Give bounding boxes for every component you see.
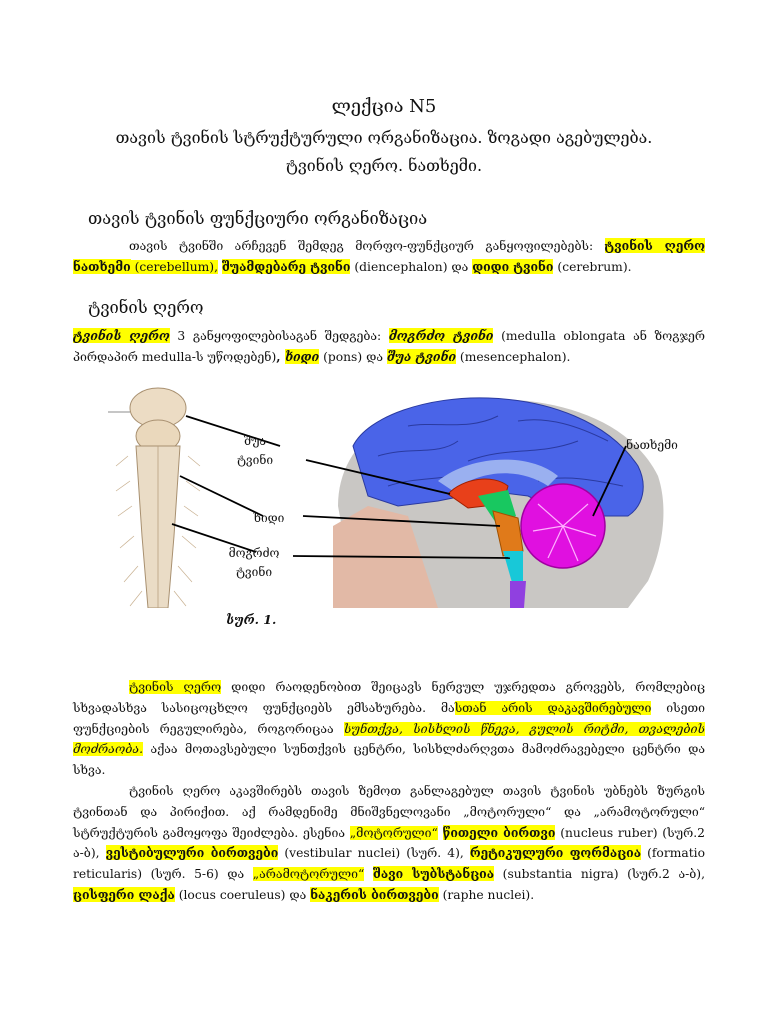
- term-cerebrum: დიდი ტვინი: [472, 258, 554, 274]
- term-motor: „მოტორული“: [349, 825, 438, 840]
- brainstem-drawing: [108, 386, 206, 608]
- text-span: (substantia nigra) (სურ.2 ა-ბ),: [494, 867, 706, 882]
- text-span: დიდი რაოდენობით შეიცავს ნერვულ უჯრედთა გ…: [73, 680, 706, 715]
- term-red-nucleus: წითელი ბირთვი: [442, 824, 556, 840]
- text-span: (cerebellum),: [134, 259, 218, 274]
- term-raphe-nuclei: ნაკერის ბირთვები: [310, 886, 439, 902]
- text-span: ისეთი ფუნქციების რეგულირება, როგორიცაა: [73, 700, 705, 736]
- brain-figure: [108, 386, 664, 608]
- leader-midbrain-left: [185, 415, 281, 447]
- text-span: 3 განყოფილებისაგან შედგება:: [177, 329, 382, 343]
- paragraph-brainstem-functions: ტვინის ღერო დიდი რაოდენობით შეიცავს ნერვ…: [73, 677, 705, 781]
- term-pons: ხიდი: [284, 348, 320, 364]
- term-brainstem: ტვინის ღერო: [604, 238, 705, 253]
- label-cerebellum: ნათხემი: [626, 438, 678, 452]
- label-medulla-line2: ტვინი: [235, 565, 273, 579]
- leader-midbrain-right: [305, 459, 451, 495]
- highlight-connected: სთან არის დაკავშირებული: [454, 700, 652, 715]
- label-midbrain-line1: შუა: [244, 434, 266, 448]
- label-pons: ხიდი: [253, 511, 285, 525]
- term-reticular-formation: რეტიკულური ფორმაცია: [469, 845, 642, 861]
- term-diencephalon: შუამდებარე ტვინი: [221, 258, 351, 274]
- paragraph-structures: ტვინის ღერო აკავშირებს თავის ზემოთ განლა…: [73, 781, 705, 906]
- text-span: ტვინის ღერო აკავშირებს თავის ზემოთ განლა…: [73, 784, 705, 840]
- leader-lines: [171, 415, 627, 559]
- head-section: [333, 397, 664, 608]
- text-span: (medulla oblongata ან ზოგჯერ პირდაპირ: [73, 329, 705, 364]
- label-midbrain: შუა ტვინი: [230, 432, 280, 470]
- term-vestibular-nuclei: ვესტიბულური ბირთვები: [105, 845, 279, 861]
- latin-diencephalon: (diencephalon) და: [354, 259, 469, 274]
- text-span: (nucleus ruber) (სურ.2 ა-ბ),: [73, 825, 705, 861]
- text-span: (vestibular nuclei) (სურ. 4),: [278, 846, 470, 861]
- term-brainstem-2: ტვინის ღერო: [73, 328, 170, 343]
- lecture-title: ლექცია N5: [331, 96, 437, 117]
- paragraph-brainstem: ტვინის ღერო 3 განყოფილებისაგან შედგება: …: [73, 328, 705, 364]
- latin-cerebrum: (cerebrum).: [557, 259, 632, 274]
- text-span: (pons) და: [323, 349, 383, 364]
- term-locus-coeruleus: ცისფერი ლაქა: [73, 886, 175, 902]
- label-medulla-line1: მოგრძო: [228, 546, 280, 560]
- leader-medulla-left: [171, 523, 257, 553]
- text-span: (formatio reticularis) (სურ. 5-6) და: [73, 846, 705, 882]
- text-span: (mesencephalon).: [459, 349, 571, 364]
- text-span: (locus coeruleus) და: [174, 887, 311, 902]
- leader-pons-right: [302, 515, 501, 527]
- text-span: აქაა მოთავსებული სუნთქვის ცენტრი, სისხლძ…: [73, 742, 705, 778]
- term-substantia-nigra: შავი სუბსტანცია: [372, 866, 495, 882]
- section-heading-functional: თავის ტვინის ფუნქციური ორგანიზაცია: [88, 209, 428, 228]
- figure-caption: სურ. 1.: [226, 612, 277, 627]
- latin-cerebellum: (cerebellum),: [130, 259, 218, 274]
- term-brainstem-3: ტვინის ღერო: [129, 680, 222, 694]
- leader-pons-left: [179, 475, 264, 517]
- section-heading-brainstem: ტვინის ღერო: [88, 298, 204, 317]
- text-span: medulla-ს უწოდებენ): [141, 349, 277, 364]
- term-medulla: მოგრძო ტვინი: [388, 328, 494, 343]
- leader-medulla-right: [292, 555, 511, 559]
- term-nonmotor: „არამოტორული“: [252, 867, 365, 882]
- leader-cerebellum: [592, 445, 627, 517]
- term-midbrain: შუა ტვინი: [386, 348, 456, 364]
- paragraph-functional: თავის ტვინში არჩევენ შემდეგ მორფო-ფუნქცი…: [73, 236, 705, 278]
- label-midbrain-line2: ტვინი: [236, 453, 274, 467]
- label-medulla: მოგრძო ტვინი: [224, 544, 284, 582]
- term-cerebellum: ნათხემი: [73, 258, 131, 274]
- text-span: თავის ტვინში არჩევენ შემდეგ მორფო-ფუნქცი…: [129, 239, 605, 253]
- lecture-subtitle-2: ტვინის ღერო. ნათხემი.: [285, 156, 483, 175]
- lecture-subtitle: თავის ტვინის სტრუქტურული ორგანიზაცია. ზო…: [115, 128, 653, 147]
- text-span: (raphe nuclei).: [438, 887, 535, 902]
